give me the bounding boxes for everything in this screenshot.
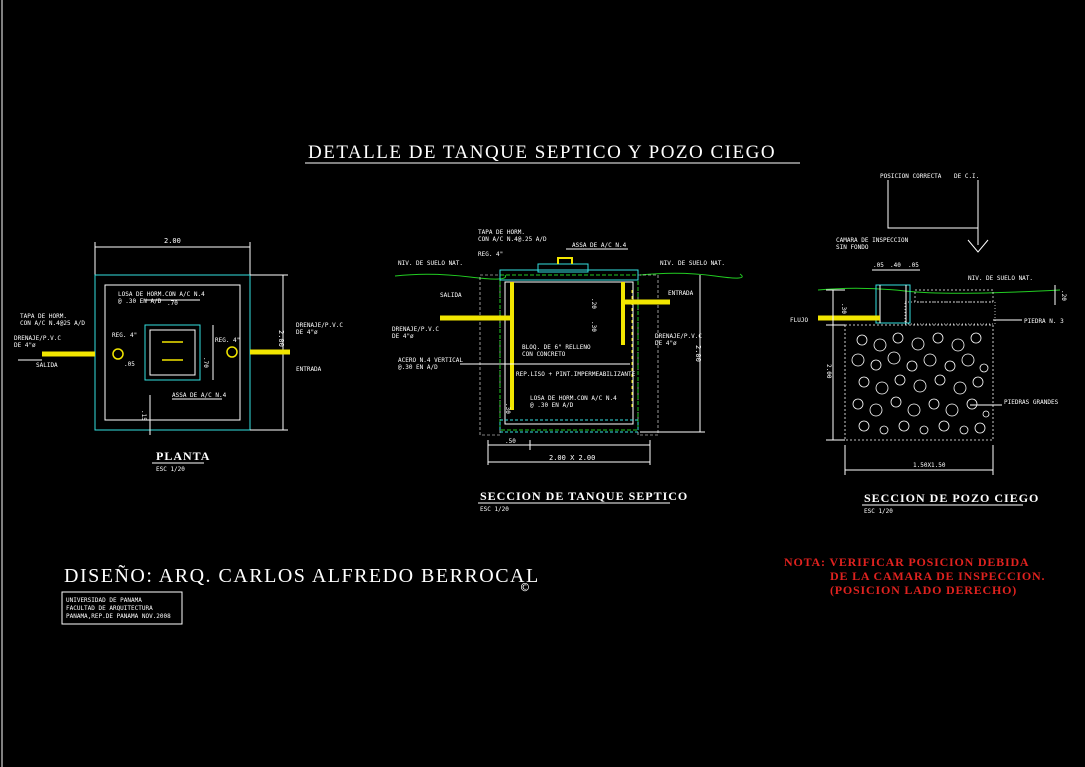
institution-line-3: PANAMA,REP.DE PANAMA NOV.2008 <box>66 613 171 620</box>
tank-cover <box>537 263 589 273</box>
plan-title: PLANTA <box>156 449 210 463</box>
well-stones <box>851 332 990 435</box>
svg-text:POSICION CORRECTA: POSICION CORRECTA <box>880 173 942 180</box>
svg-text:.05: .05 <box>908 262 919 269</box>
svg-text:TAPA DE HORM.: TAPA DE HORM. <box>20 313 67 320</box>
svg-text:SALIDA: SALIDA <box>36 362 58 369</box>
svg-text:@ .30 EN A/D: @ .30 EN A/D <box>118 298 162 305</box>
note-line-3: (POSICION LADO DERECHO) <box>830 583 1017 597</box>
plan-manhole-inner <box>149 329 196 376</box>
svg-text:NIV. DE SUELO NAT.: NIV. DE SUELO NAT. <box>968 275 1033 282</box>
design-credit: DISEÑO: ARQ. CARLOS ALFREDO BERROCAL <box>64 563 540 587</box>
svg-text:.30: .30 <box>504 403 511 414</box>
well-section-view: POSICION CORRECTA DE C.I. CAMARA DE INSP… <box>790 173 1067 515</box>
svg-text:CON A/C N.4@25 A/D: CON A/C N.4@25 A/D <box>20 320 85 327</box>
svg-text:@.30 EN A/D: @.30 EN A/D <box>398 364 438 371</box>
svg-text:ENTRADA: ENTRADA <box>668 290 694 297</box>
tank-wall-inner <box>504 281 634 425</box>
main-title: DETALLE DE TANQUE SEPTICO Y POZO CIEGO <box>308 142 776 163</box>
svg-text:@ .30 EN A/D: @ .30 EN A/D <box>530 402 574 409</box>
design-credit-block: DISEÑO: ARQ. CARLOS ALFREDO BERROCAL © U… <box>61 563 540 625</box>
tank-section-scale: ESC 1/20 <box>480 506 509 513</box>
svg-text:.15: .15 <box>140 410 147 421</box>
tank-cover-handle <box>557 257 573 264</box>
svg-text:DE C.I.: DE C.I. <box>954 173 979 180</box>
well-gravel-top <box>914 289 994 303</box>
svg-text:FLUJO: FLUJO <box>790 317 808 324</box>
well-section-title: SECCION DE POZO CIEGO <box>864 491 1039 505</box>
svg-text:REG. 4": REG. 4" <box>478 251 503 258</box>
note-line-2: DE LA CAMARA DE INSPECCION. <box>830 569 1045 583</box>
tank-top-slab <box>499 269 639 281</box>
svg-text:CAMARA DE INSPECCION: CAMARA DE INSPECCION <box>836 237 909 244</box>
svg-text:CON CONCRETO: CON CONCRETO <box>522 351 566 358</box>
well-inspection-chamber <box>875 284 911 324</box>
svg-text:DE 4"ø: DE 4"ø <box>14 342 36 349</box>
svg-text:.05: .05 <box>124 361 135 368</box>
svg-text:PIEDRAS GRANDES: PIEDRAS GRANDES <box>1004 399 1059 406</box>
plan-view: 2.00 2.00 .70 .70 .05 .15 LOSA DE HORM.C… <box>14 237 343 473</box>
svg-text:LOSA DE HORM.CON A/C N.4: LOSA DE HORM.CON A/C N.4 <box>530 395 617 402</box>
svg-text:ASSA DE A/C N.4: ASSA DE A/C N.4 <box>172 392 227 399</box>
svg-text:.70: .70 <box>167 300 178 307</box>
svg-text:PIEDRA N. 3: PIEDRA N. 3 <box>1024 318 1064 325</box>
svg-text:.30: .30 <box>840 303 847 314</box>
svg-text:DRENAJE/P.V.C: DRENAJE/P.V.C <box>296 322 343 329</box>
well-pit <box>844 324 994 441</box>
well-gravel-layer <box>904 301 996 325</box>
note-line-1: NOTA: VERIFICAR POSICION DEBIDA <box>784 555 1029 569</box>
svg-text:REG. 4": REG. 4" <box>215 337 240 344</box>
svg-text:DRENAJE/P.V.C: DRENAJE/P.V.C <box>392 326 439 333</box>
svg-text:CON A/C N.4@.25 A/D: CON A/C N.4@.25 A/D <box>478 236 547 243</box>
svg-text:.40: .40 <box>890 262 901 269</box>
institution-box <box>61 591 183 625</box>
institution-line-2: FACULTAD DE ARQUITECTURA <box>66 605 153 612</box>
svg-text:DRENAJE/P.V.C: DRENAJE/P.V.C <box>655 333 702 340</box>
svg-text:REG. 4": REG. 4" <box>112 332 137 339</box>
tank-section-title: SECCION DE TANQUE SEPTICO <box>480 489 688 503</box>
tank-soil-right <box>637 274 659 436</box>
svg-text:NIV. DE SUELO NAT.: NIV. DE SUELO NAT. <box>398 260 463 267</box>
svg-text:2.00: 2.00 <box>825 364 832 379</box>
svg-text:SIN FONDO: SIN FONDO <box>836 244 869 251</box>
svg-text:.70: .70 <box>202 357 209 368</box>
svg-text:.20: .20 <box>590 298 597 309</box>
svg-text:DE 4"ø: DE 4"ø <box>296 329 318 336</box>
svg-text:BLOQ. DE 6" RELLENO: BLOQ. DE 6" RELLENO <box>522 344 591 351</box>
tank-soil-left <box>479 274 501 436</box>
svg-text:DE 4"ø: DE 4"ø <box>392 333 414 340</box>
svg-text:1.50X1.50: 1.50X1.50 <box>913 462 946 469</box>
svg-text:LOSA DE HORM.CON A/C N.4: LOSA DE HORM.CON A/C N.4 <box>118 291 205 298</box>
institution-line-1: UNIVERSIDAD DE PANAMA <box>66 597 142 604</box>
plan-dim-top: 2.00 <box>164 237 181 245</box>
plan-scale: ESC 1/20 <box>156 466 185 473</box>
copyright-symbol: © <box>521 581 529 596</box>
tank-section-view: TAPA DE HORM. CON A/C N.4@.25 A/D ASSA D… <box>392 229 743 513</box>
svg-text:TAPA DE HORM.: TAPA DE HORM. <box>478 229 525 236</box>
svg-text:ENTRADA: ENTRADA <box>296 366 322 373</box>
plan-manhole-outer <box>144 324 201 381</box>
svg-text:REP.LISO + PINT.IMPERMEABILIZA: REP.LISO + PINT.IMPERMEABILIZANTE <box>516 371 636 378</box>
svg-text:2.00 X 2.00: 2.00 X 2.00 <box>549 454 595 462</box>
main-title-group: DETALLE DE TANQUE SEPTICO Y POZO CIEGO <box>305 142 800 164</box>
svg-text:.50: .50 <box>505 438 516 445</box>
svg-text:.05: .05 <box>873 262 884 269</box>
svg-text:SALIDA: SALIDA <box>440 292 462 299</box>
svg-text:2.00: 2.00 <box>694 345 702 362</box>
svg-text:ASSA DE A/C N.4: ASSA DE A/C N.4 <box>572 242 627 249</box>
svg-text:.20: .20 <box>1060 290 1067 301</box>
svg-text:DE 4"ø: DE 4"ø <box>655 340 677 347</box>
svg-text:NIV. DE SUELO NAT.: NIV. DE SUELO NAT. <box>660 260 725 267</box>
svg-text:DRENAJE/P.V.C: DRENAJE/P.V.C <box>14 335 61 342</box>
svg-text:ACERO N.4 VERTICAL: ACERO N.4 VERTICAL <box>398 357 463 364</box>
well-section-scale: ESC 1/20 <box>864 508 893 515</box>
plan-inner-wall <box>104 284 241 421</box>
tank-wall-outer <box>499 274 639 431</box>
svg-text:.30: .30 <box>590 321 597 332</box>
note-block: NOTA: VERIFICAR POSICION DEBIDA DE LA CA… <box>784 555 1045 597</box>
plan-dim-right: 2.00 <box>277 330 285 347</box>
